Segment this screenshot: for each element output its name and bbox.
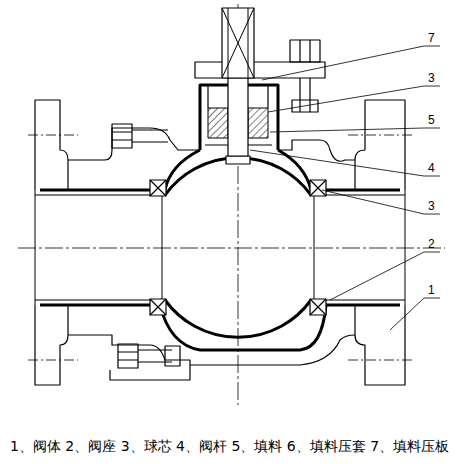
callout-number: 4 <box>428 162 435 174</box>
callout-number: 7 <box>428 32 435 44</box>
callout-number: 3 <box>428 72 435 84</box>
callout-number: 3 <box>428 200 435 212</box>
callout-number: 1 <box>428 284 435 296</box>
parts-caption: 1、阀体 2、阀座 3、球芯 4、阀杆 5、填料 6、填料压套 7、填料压板 <box>10 438 449 455</box>
callout-number: 5 <box>428 114 435 126</box>
callout-number: 2 <box>428 238 435 250</box>
